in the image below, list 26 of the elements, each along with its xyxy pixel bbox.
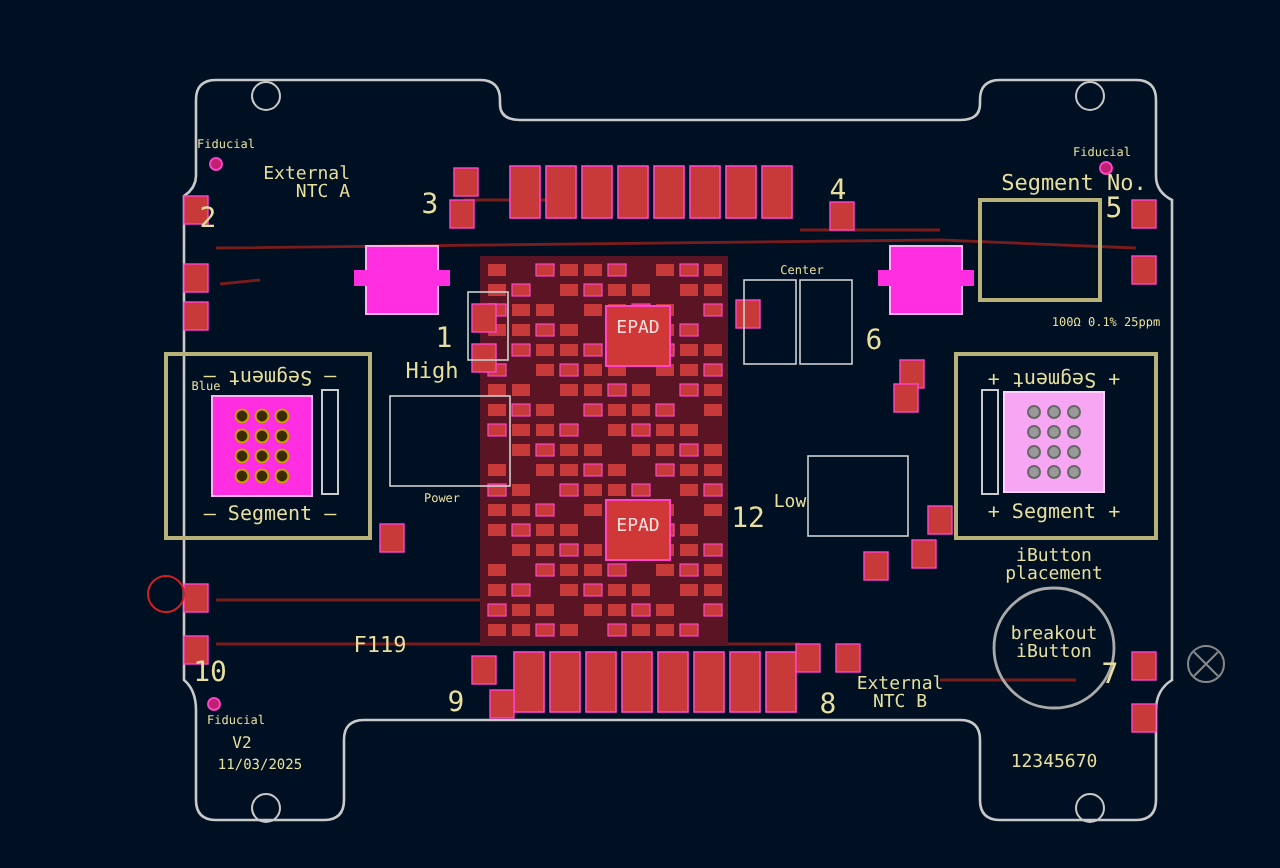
pin-number: 1 (435, 325, 453, 355)
silkscreen-label: + Segment + (987, 365, 1121, 387)
silkscreen-label: + Segment + (987, 503, 1121, 525)
silkscreen-label: – Segment – (203, 505, 337, 527)
pin-number: 3 (421, 191, 439, 221)
pad-label: EPAD (616, 518, 660, 538)
silkscreen-label: – Segment – (203, 363, 337, 385)
pin-number: 6 (865, 327, 883, 357)
pin-number: 2 (199, 205, 217, 235)
silkscreen-label: High (405, 360, 459, 384)
pin-number: 4 (829, 177, 847, 207)
silkscreen-label: iButton placement (1003, 549, 1105, 587)
silkscreen-label: F119 (353, 634, 407, 658)
pin-number: 10 (193, 659, 227, 689)
silkscreen-label: External NTC A (261, 167, 350, 205)
pin-number: 8 (819, 691, 837, 721)
pin-number: 12 (731, 505, 765, 535)
pin-number: 5 (1105, 195, 1123, 225)
silkscreen-label: V2 (232, 735, 252, 753)
silkscreen-label: Low (773, 494, 807, 514)
pin-number: 9 (447, 689, 465, 719)
silkscreen-label: breakout iButton (1008, 627, 1100, 665)
pad-label: EPAD (616, 320, 660, 340)
silkscreen-label: External NTC B (854, 677, 946, 715)
silkscreen-label: 12345670 (1010, 754, 1098, 774)
silkscreen-title: Segment No. (1001, 172, 1147, 196)
